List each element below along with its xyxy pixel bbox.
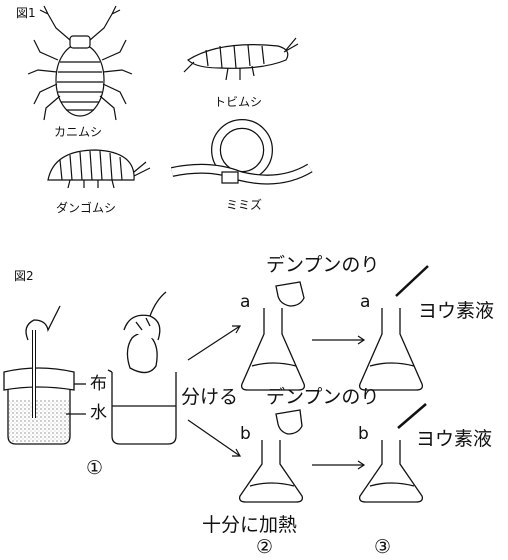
springtail-illustration — [184, 38, 298, 80]
label-water: 水 — [90, 405, 107, 422]
figure1-title: 図1 — [16, 7, 36, 19]
label-pillbug: ダンゴムシ — [56, 202, 116, 214]
label-earthworm: ミミズ — [226, 199, 262, 211]
label-starch-mid: デンプンのり — [266, 388, 379, 407]
flask-a-starch — [242, 282, 305, 390]
flask-a-iodine — [360, 266, 428, 390]
step-2-marker: ② — [256, 538, 273, 557]
label-iodine-top: ヨウ素液 — [418, 302, 494, 321]
step-3-marker: ③ — [374, 538, 391, 557]
pseudoscorpion-illustration — [28, 6, 132, 120]
flask-b-iodine — [360, 404, 426, 502]
label-cloth: 布 — [90, 376, 107, 393]
label-starch-top: デンプンのり — [266, 256, 379, 275]
label-split: 分ける — [181, 388, 238, 407]
label-pseudoscorpion: カニムシ — [54, 126, 102, 138]
label-flask-a1: a — [240, 294, 250, 311]
label-iodine-bottom: ヨウ素液 — [416, 430, 492, 449]
label-springtail: トビムシ — [214, 96, 262, 108]
label-flask-b1: b — [240, 426, 251, 443]
label-flask-a2: a — [360, 294, 370, 311]
beaker-with-cloth — [4, 306, 86, 444]
earthworm-illustration — [172, 124, 310, 183]
beaker-squeeze — [108, 292, 176, 444]
label-flask-b2: b — [358, 426, 369, 443]
pillbug-illustration — [48, 150, 150, 188]
figure2-title: 図2 — [14, 270, 34, 282]
step-1-marker: ① — [86, 459, 103, 478]
label-heat: 十分に加熱 — [202, 516, 297, 535]
